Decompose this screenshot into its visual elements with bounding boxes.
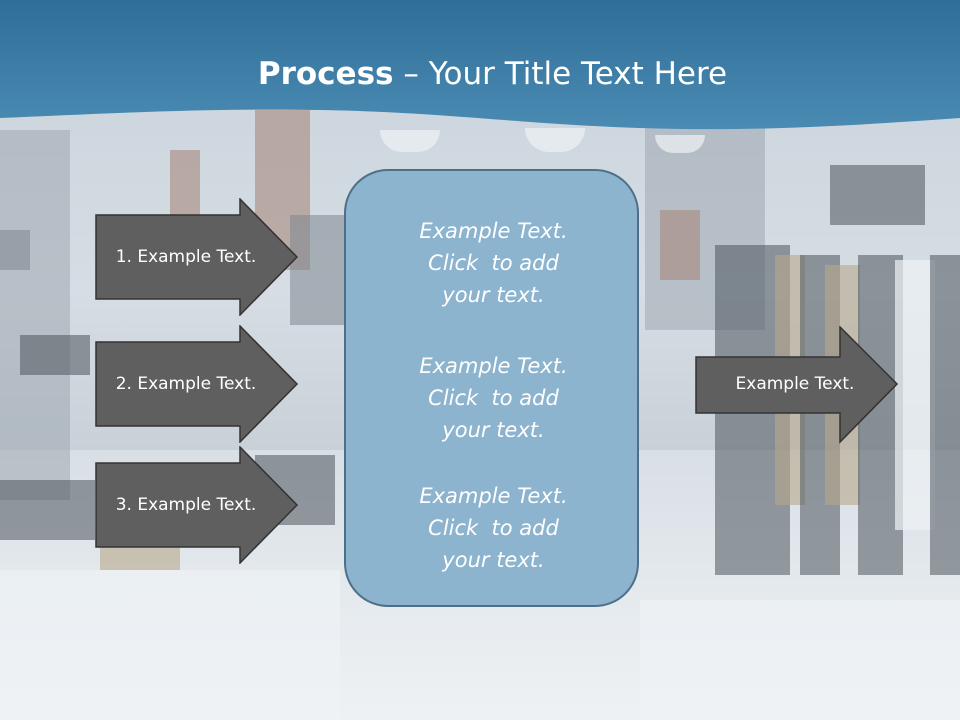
background-item — [830, 165, 925, 225]
arrow-label: Example Text. — [735, 374, 855, 394]
background-item — [0, 230, 30, 270]
header-wave — [0, 0, 960, 130]
background-counter — [0, 570, 340, 720]
center-text-block-1: Example Text. Click to add your text. — [346, 215, 641, 311]
arrow-shape — [95, 325, 299, 443]
center-line: your text. — [442, 418, 545, 442]
result-arrow[interactable]: Example Text. — [695, 326, 900, 444]
background-item — [290, 215, 350, 325]
center-line: Click to add — [428, 386, 559, 410]
background-item — [20, 335, 90, 375]
title-rest: – Your Title Text Here — [393, 56, 728, 92]
arrow-label: 3. Example Text. — [115, 495, 257, 515]
center-line: Example Text. — [419, 354, 568, 378]
center-line: Example Text. — [419, 219, 568, 243]
arrow-label: 1. Example Text. — [115, 247, 257, 267]
background-shelf — [0, 130, 70, 500]
center-text-block-2: Example Text. Click to add your text. — [346, 350, 641, 446]
header-band: Process – Your Title Text Here — [0, 0, 960, 150]
background-floor-shine — [640, 600, 960, 720]
center-line: Click to add — [428, 251, 559, 275]
background-item — [100, 545, 180, 570]
slide-title[interactable]: Process – Your Title Text Here — [0, 50, 960, 98]
center-text-block-3: Example Text. Click to add your text. — [346, 480, 641, 576]
background-light — [380, 130, 440, 152]
process-arrow-3[interactable]: 3. Example Text. — [95, 446, 300, 564]
title-bold: Process — [257, 56, 394, 92]
background-item — [0, 480, 95, 540]
background-item — [930, 255, 960, 575]
process-arrow-1[interactable]: 1. Example Text. — [95, 198, 300, 316]
arrow-shape — [95, 198, 299, 316]
center-line: Example Text. — [419, 484, 568, 508]
center-line: your text. — [442, 283, 545, 307]
process-arrow-2[interactable]: 2. Example Text. — [95, 325, 300, 443]
arrow-shape — [695, 326, 899, 444]
background-item — [660, 210, 700, 280]
center-line: your text. — [442, 548, 545, 572]
arrow-label: 2. Example Text. — [115, 374, 257, 394]
center-line: Click to add — [428, 516, 559, 540]
arrow-shape — [95, 446, 299, 564]
background-item — [895, 260, 935, 530]
background-light — [655, 135, 705, 153]
center-text-box[interactable]: Example Text. Click to add your text. Ex… — [344, 169, 639, 607]
